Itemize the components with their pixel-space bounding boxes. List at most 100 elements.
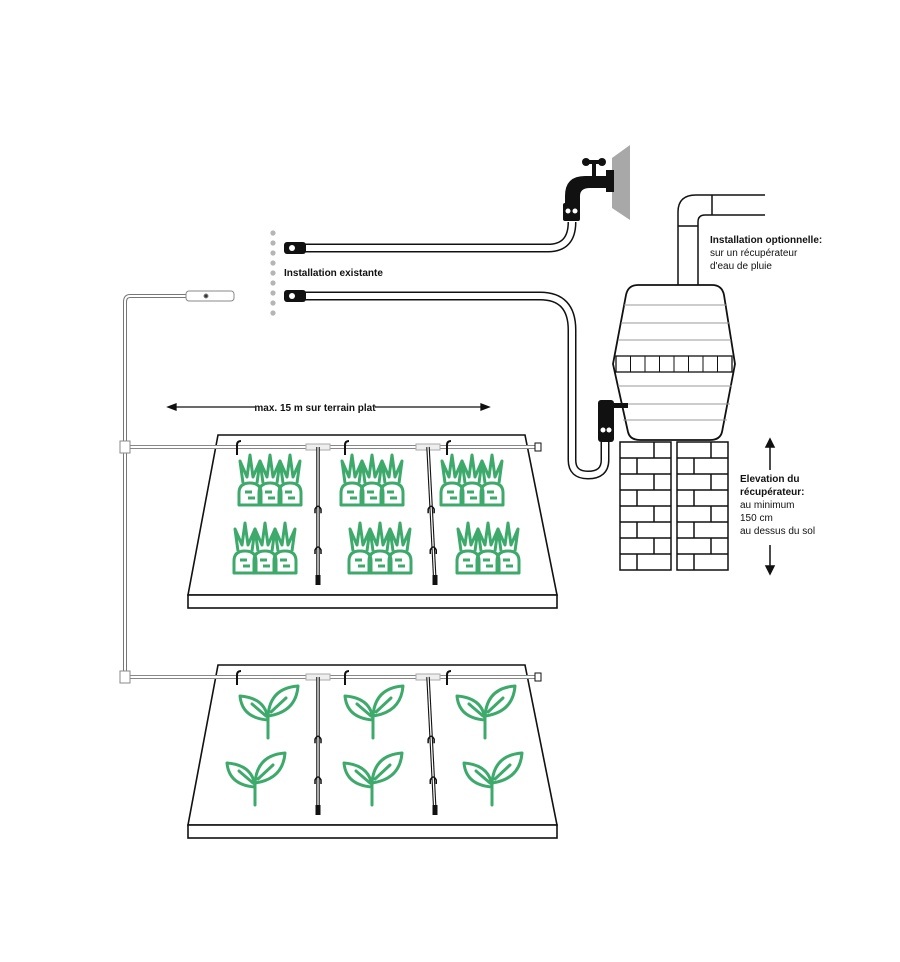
tank-valve-icon xyxy=(598,400,628,442)
dot xyxy=(270,310,276,316)
stake-icon xyxy=(344,670,350,685)
leaf-right xyxy=(266,684,300,718)
elevation-text: au minimum xyxy=(740,500,794,511)
drip-end-plug xyxy=(315,575,321,585)
carrot-icon xyxy=(347,521,413,575)
dot xyxy=(270,240,276,246)
carrot-leaves xyxy=(278,453,302,484)
carrot-icon xyxy=(339,453,405,507)
carrot-marks xyxy=(467,490,477,500)
max-length-label: max. 15 m sur terrain plat xyxy=(254,403,376,414)
leaf-right xyxy=(371,684,405,718)
sprout-icon xyxy=(343,684,405,740)
sprout-icon xyxy=(462,751,524,807)
drainpipe xyxy=(677,194,765,285)
end-cap-icon xyxy=(534,672,542,682)
carrot-marks xyxy=(367,490,377,500)
carrot-bed xyxy=(119,434,558,609)
optional-installation-line: sur un récupérateur xyxy=(710,248,798,259)
carrot-leaves xyxy=(496,521,520,552)
bed-front xyxy=(187,594,558,609)
dripper-icon xyxy=(427,735,435,744)
stake-icon xyxy=(344,440,350,455)
end-cap-icon xyxy=(534,442,542,452)
carrot-root xyxy=(272,549,298,575)
drip-end-plug xyxy=(432,575,438,585)
leaf-right xyxy=(490,751,524,785)
dripper-icon xyxy=(314,546,322,554)
carrot-root xyxy=(479,481,505,507)
carrot-root xyxy=(475,549,501,575)
brick-pillar xyxy=(619,441,729,571)
carrot-marks xyxy=(463,558,473,568)
dot xyxy=(270,270,276,276)
carrot-root xyxy=(367,549,393,575)
carrot-marks xyxy=(503,558,513,568)
carrot-marks xyxy=(260,558,270,568)
carrot-icon xyxy=(455,521,521,575)
carrot-root xyxy=(252,549,278,575)
dripper-icon xyxy=(429,546,437,554)
dot xyxy=(270,300,276,306)
sprout-bed xyxy=(119,664,558,839)
hose-faucet xyxy=(305,221,577,253)
drip-line-inner xyxy=(427,676,436,814)
leaf-left xyxy=(455,694,487,722)
dot xyxy=(270,260,276,266)
carrot-root xyxy=(347,549,373,575)
leaf-right xyxy=(370,751,404,785)
carrot-marks xyxy=(447,490,457,500)
faucet-icon xyxy=(563,158,614,221)
elevation-title: récupérateur: xyxy=(740,487,804,498)
leaf-left xyxy=(238,694,270,722)
sprout-icon xyxy=(455,684,517,740)
existing-installation-label: Installation existante xyxy=(284,268,383,279)
stake-icon xyxy=(446,440,452,455)
sprout-icon xyxy=(225,751,287,807)
carrot-marks xyxy=(487,490,497,500)
carrot-root xyxy=(495,549,521,575)
wall xyxy=(612,145,630,220)
carrot-root xyxy=(277,481,303,507)
carrot-root xyxy=(237,481,263,507)
carrot-root xyxy=(359,481,385,507)
carrot-root xyxy=(379,481,405,507)
elevation-text: 150 cm xyxy=(740,513,773,524)
dripper-icon xyxy=(429,776,437,784)
rain-barrel xyxy=(612,284,736,441)
hose-connector-icon xyxy=(284,290,306,302)
carrot-icon xyxy=(232,521,298,575)
carrot-root xyxy=(257,481,283,507)
carrot-icon xyxy=(439,453,505,507)
stake-icon xyxy=(446,670,452,685)
optional-installation-title: Installation optionnelle: xyxy=(710,235,822,246)
drip-end-plug xyxy=(432,805,438,815)
carrot-root xyxy=(439,481,465,507)
dot xyxy=(270,290,276,296)
carrot-root xyxy=(387,549,413,575)
elevation-arrow xyxy=(764,437,776,576)
bed-front xyxy=(187,824,558,839)
carrot-leaves xyxy=(380,453,404,484)
carrot-root xyxy=(455,549,481,575)
leaf-left xyxy=(225,761,257,789)
optional-installation-line: d'eau de pluie xyxy=(710,261,772,272)
leaf-left xyxy=(343,694,375,722)
carrot-marks xyxy=(347,490,357,500)
carrot-icon xyxy=(237,453,303,507)
carrot-marks xyxy=(483,558,493,568)
carrot-root xyxy=(232,549,258,575)
dot xyxy=(270,280,276,286)
existing-installation-dots xyxy=(270,230,276,316)
elevation-text: au dessus du sol xyxy=(740,526,815,537)
length-arrow xyxy=(166,403,491,411)
sprout-icon xyxy=(342,751,404,807)
carrot-marks xyxy=(395,558,405,568)
drip-line-inner xyxy=(427,446,436,584)
carrot-leaves xyxy=(480,453,504,484)
pressure-reducer-icon xyxy=(185,290,235,302)
elevation-title: Elevation du xyxy=(740,474,799,485)
carrot-marks xyxy=(285,490,295,500)
carrot-leaves xyxy=(388,521,412,552)
